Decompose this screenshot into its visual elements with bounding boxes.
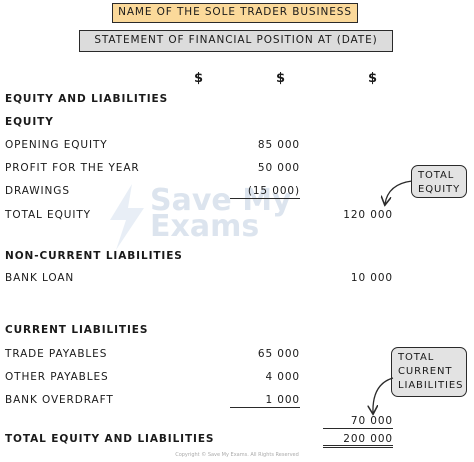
grand-total-label: TOTAL EQUITY AND LIABILITIES (5, 433, 215, 445)
total-equity-label: TOTAL EQUITY (5, 209, 91, 221)
other-payables-label: OTHER PAYABLES (5, 371, 109, 383)
profit-label: PROFIT FOR THE YEAR (5, 162, 140, 174)
drawings-value: (15 000) (230, 185, 300, 199)
currency-symbol-col2: $ (276, 71, 286, 86)
bank-overdraft-value: 1 000 (230, 394, 300, 408)
opening-equity-label: OPENING EQUITY (5, 139, 108, 151)
trade-payables-label: TRADE PAYABLES (5, 348, 108, 360)
bank-overdraft-label: BANK OVERDRAFT (5, 394, 114, 406)
trade-payables-value: 65 000 (257, 348, 300, 360)
other-payables-value: 4 000 (265, 371, 300, 383)
callout-total-current-liabilities: TOTAL CURRENT LIABILITIES (391, 347, 467, 397)
grand-total-value: 200 000 (323, 433, 393, 448)
equity-liabilities-heading: EQUITY AND LIABILITIES (5, 93, 169, 105)
statement-title: NAME OF THE SOLE TRADER BUSINESS (112, 3, 358, 23)
opening-equity-value: 85 000 (257, 139, 300, 151)
watermark-line-2: Exams (150, 209, 260, 244)
total-equity-value: 120 000 (343, 209, 393, 221)
arrow-to-total-current-liabilities (373, 377, 394, 413)
copyright-notice: Copyright © Save My Exams. All Rights Re… (175, 452, 299, 458)
bank-loan-value: 10 000 (350, 272, 393, 284)
watermark-line-1: Save My (150, 183, 292, 218)
equity-heading: EQUITY (5, 116, 54, 128)
non-current-liabilities-heading: NON-CURRENT LIABILITIES (5, 250, 183, 262)
current-liabilities-heading: CURRENT LIABILITIES (5, 324, 149, 336)
statement-subtitle: STATEMENT OF FINANCIAL POSITION AT (DATE… (79, 30, 393, 52)
profit-value: 50 000 (257, 162, 300, 174)
callout-total-equity: TOTAL EQUITY (411, 165, 467, 198)
drawings-label: DRAWINGS (5, 185, 70, 197)
save-my-exams-logo-icon (110, 184, 144, 250)
bank-loan-label: BANK LOAN (5, 272, 75, 284)
currency-symbol-col1: $ (194, 71, 204, 86)
total-current-liabilities-value: 70 000 (323, 415, 393, 429)
currency-symbol-col3: $ (368, 71, 378, 86)
arrow-to-total-equity (385, 180, 413, 204)
watermark: Save My Exams (110, 183, 292, 250)
